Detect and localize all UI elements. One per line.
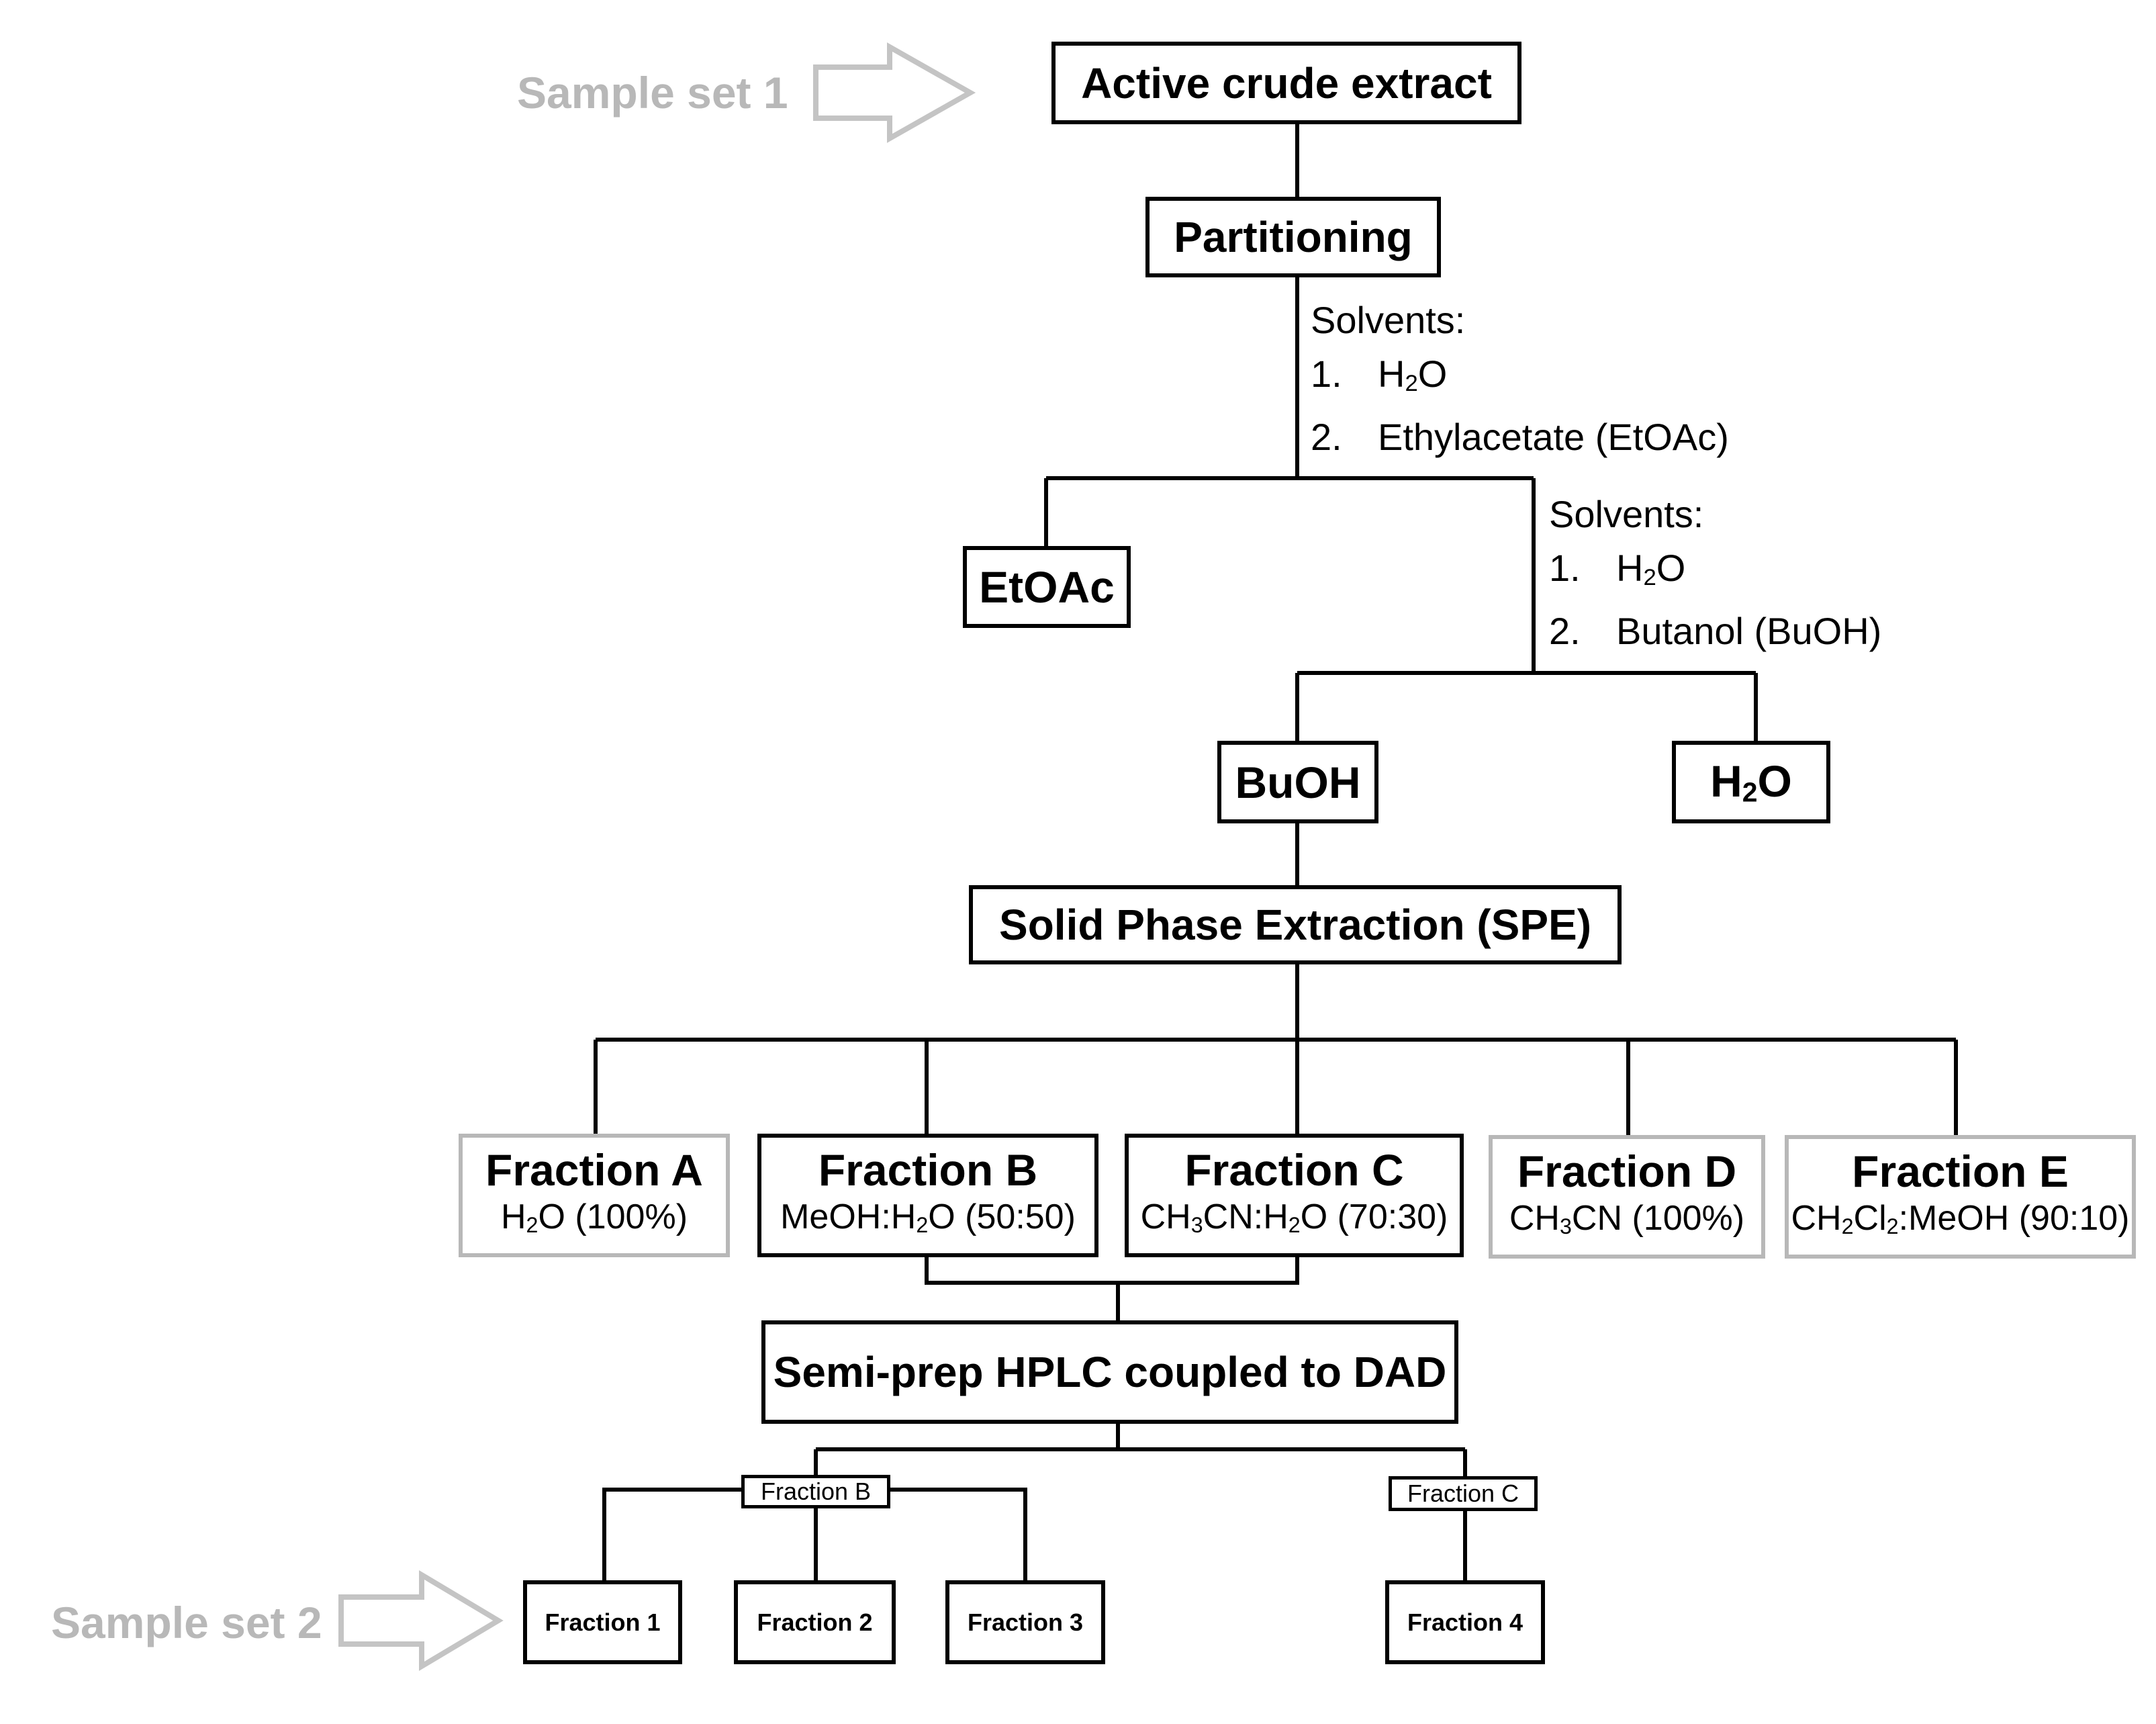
hplc-box: Semi-prep HPLC coupled to DAD <box>761 1320 1458 1424</box>
solvents-heading: Solvents: <box>1311 299 1466 341</box>
fraction-d-box: Fraction D CH3CN (100%) <box>1489 1135 1765 1259</box>
fraction-label: Fraction 1 <box>545 1608 661 1636</box>
etoac-label: EtOAc <box>979 562 1115 612</box>
fraction-solvent: CH2Cl2:MeOH (90:10) <box>1791 1199 2130 1238</box>
solvent-item: 1.H2O <box>1549 547 1686 591</box>
fraction-label: Fraction 3 <box>967 1608 1084 1636</box>
sample-set-1-label: Sample set 1 <box>517 68 788 118</box>
fraction-b-small-label: Fraction B <box>760 1478 872 1505</box>
fraction-solvent: MeOH:H2O (50:50) <box>780 1197 1076 1237</box>
fraction-e-box: Fraction E CH2Cl2:MeOH (90:10) <box>1785 1135 2136 1259</box>
h2o-box: H2O <box>1672 741 1830 823</box>
arrow-icon <box>338 1570 504 1672</box>
solvents-heading: Solvents: <box>1549 493 1704 535</box>
active-crude-extract-label: Active crude extract <box>1081 58 1492 107</box>
fraction-4-box: Fraction 4 <box>1385 1580 1545 1664</box>
partitioning-label: Partitioning <box>1174 213 1413 261</box>
solvent-item: 2.Butanol (BuOH) <box>1549 610 1882 653</box>
solvents-list-1: Solvents: 1.H2O 2.Ethylacetate (EtOAc) <box>1311 293 1729 464</box>
hplc-label: Semi-prep HPLC coupled to DAD <box>773 1348 1447 1396</box>
solvent-item: 1.H2O <box>1311 353 1448 397</box>
etoac-box: EtOAc <box>963 546 1131 628</box>
partitioning-box: Partitioning <box>1145 197 1441 277</box>
solvents-list-2: Solvents: 1.H2O 2.Butanol (BuOH) <box>1549 488 1881 658</box>
fraction-title: Fraction E <box>1852 1146 2069 1197</box>
fraction-a-box: Fraction A H2O (100%) <box>459 1134 730 1257</box>
solvent-item: 2.Ethylacetate (EtOAc) <box>1311 416 1729 459</box>
fraction-title: Fraction A <box>485 1145 703 1195</box>
fraction-c-small-label: Fraction C <box>1407 1480 1519 1507</box>
fraction-b-small-box: Fraction B <box>741 1475 890 1508</box>
fraction-3-box: Fraction 3 <box>945 1580 1105 1664</box>
fraction-solvent: H2O (100%) <box>500 1197 688 1237</box>
sample-set-2-label: Sample set 2 <box>51 1598 322 1647</box>
arrow-icon <box>813 42 976 143</box>
h2o-label: H2O <box>1710 756 1792 808</box>
buoh-label: BuOH <box>1235 757 1361 807</box>
fraction-1-box: Fraction 1 <box>523 1580 682 1664</box>
fraction-title: Fraction D <box>1517 1146 1737 1197</box>
spe-label: Solid Phase Extraction (SPE) <box>999 901 1591 949</box>
buoh-box: BuOH <box>1217 741 1378 823</box>
fraction-b-box: Fraction B MeOH:H2O (50:50) <box>757 1134 1098 1257</box>
fraction-label: Fraction 4 <box>1407 1608 1524 1636</box>
active-crude-extract-box: Active crude extract <box>1051 42 1521 124</box>
fraction-title: Fraction C <box>1184 1145 1404 1195</box>
fraction-solvent: CH3CN:H2O (70:30) <box>1140 1197 1448 1237</box>
fraction-2-box: Fraction 2 <box>734 1580 896 1664</box>
fraction-label: Fraction 2 <box>757 1608 873 1636</box>
fraction-solvent: CH3CN (100%) <box>1509 1199 1745 1238</box>
fraction-c-box: Fraction C CH3CN:H2O (70:30) <box>1125 1134 1464 1257</box>
spe-box: Solid Phase Extraction (SPE) <box>969 885 1622 964</box>
fraction-c-small-box: Fraction C <box>1389 1476 1538 1511</box>
fraction-title: Fraction B <box>818 1145 1038 1195</box>
